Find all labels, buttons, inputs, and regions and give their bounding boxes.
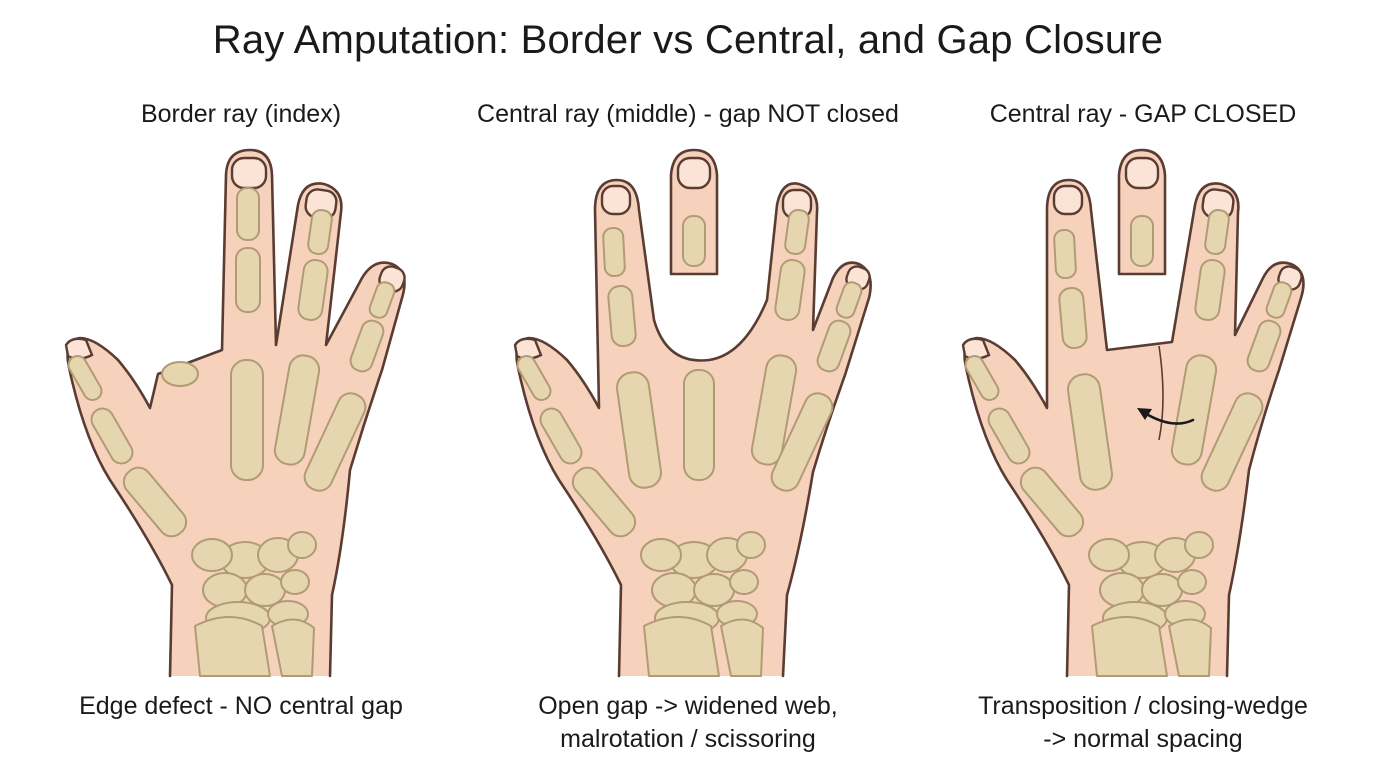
caption-line: malrotation / scissoring (560, 725, 816, 753)
hand-border-ray (64, 148, 406, 678)
caption-line: Open gap -> widened web, (538, 692, 838, 720)
panel-caption-central-closed: Transposition / closing-wedge -> normal … (913, 690, 1373, 756)
hand-central-gap-open (513, 148, 872, 678)
caption-line: Transposition / closing-wedge (978, 692, 1308, 720)
caption-line: -> normal spacing (1043, 725, 1243, 753)
hand-central-gap-closed (961, 148, 1305, 678)
panel-caption-border-ray: Edge defect - NO central gap (11, 690, 471, 723)
diagram-title: Ray Amputation: Border vs Central, and G… (212, 18, 1164, 62)
panel-title-border-ray: Border ray (index) (140, 100, 342, 128)
panel-title-central-closed: Central ray - GAP CLOSED (989, 100, 1297, 128)
caption-line: Edge defect - NO central gap (79, 692, 403, 720)
panel-caption-central-open: Open gap -> widened web, malrotation / s… (458, 690, 918, 756)
panel-title-central-open: Central ray (middle) - gap NOT closed (477, 100, 899, 128)
